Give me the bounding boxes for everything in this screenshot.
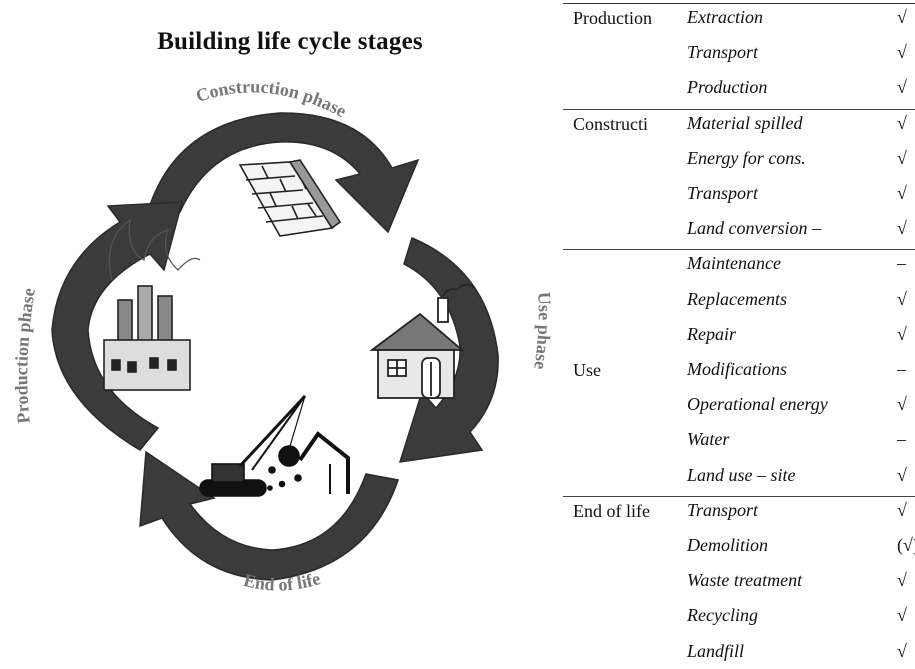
arrow-production (51, 201, 183, 451)
stage-label: End of life (573, 500, 650, 521)
item-mark: √ (897, 77, 907, 98)
item-mark: – (897, 429, 906, 450)
table-row: Energy for cons. √ (563, 141, 915, 176)
arrow-end-of-life (139, 450, 399, 581)
diagram-title: Building life cycle stages (157, 28, 423, 55)
table-row: Transport √ (563, 493, 915, 528)
arrow-construction (149, 112, 420, 234)
item-label: Landfill (687, 640, 745, 661)
item-mark: √ (897, 570, 907, 591)
house-icon (369, 283, 476, 399)
impact-table: Extraction√Transport√Production√Producti… (563, 0, 915, 669)
demolition-crane-icon (199, 394, 350, 497)
table-row: Extraction √ (563, 0, 915, 35)
arrow-use (398, 236, 499, 463)
item-mark: √ (897, 147, 907, 168)
item-label: Transport (687, 183, 759, 203)
stage-label: Constructi (573, 113, 648, 134)
cycle-arrows (51, 112, 499, 581)
item-mark: √ (897, 464, 907, 485)
life-cycle-diagram: Building life cycle stages Construction … (11, 28, 555, 595)
table-row: Demolition (√) (563, 528, 915, 563)
table-row: Material spilled √ (563, 106, 915, 141)
item-label: Operational energy (687, 394, 828, 415)
item-label: Land use – site (687, 464, 796, 485)
item-mark: – (897, 253, 906, 274)
item-label: Energy for cons. (687, 147, 806, 168)
brick-wall-icon (238, 159, 342, 237)
item-mark: (√) (897, 535, 915, 555)
table-row: Waste treatment √ (563, 563, 915, 598)
phase-label-production: Production phase (11, 287, 39, 425)
item-mark: √ (897, 323, 907, 344)
item-label: Material spilled (687, 112, 803, 133)
table-row: Landfill √ (563, 634, 915, 669)
table-row: Replacements √ (563, 282, 915, 317)
phase-label-use: Use phase (530, 291, 555, 370)
item-mark: √ (897, 499, 907, 520)
item-mark: √ (897, 640, 907, 661)
item-mark: – (897, 359, 906, 379)
table-row: Repair √ (563, 317, 915, 352)
item-mark: √ (897, 7, 907, 27)
stage-divider (563, 249, 915, 251)
item-mark: √ (897, 394, 907, 415)
item-mark: √ (897, 288, 907, 309)
table-row: Operational energy √ (563, 387, 915, 422)
item-label: Maintenance (687, 253, 781, 274)
item-label: Repair (687, 323, 736, 344)
item-mark: √ (897, 183, 907, 203)
factory-icon (103, 218, 201, 391)
stage-divider (563, 495, 915, 497)
stage-label: Production (573, 8, 652, 28)
table-row: Transport √ (563, 176, 915, 211)
item-mark: √ (897, 218, 907, 239)
item-label: Land conversion – (687, 218, 821, 239)
stage-label: Use (573, 360, 601, 380)
item-label: Demolition (687, 535, 768, 555)
table-row: Water – (563, 422, 915, 457)
cycle-illustration: Construction phase Use phase End of life… (11, 76, 555, 594)
item-mark: √ (897, 42, 907, 63)
item-label: Water (687, 429, 730, 450)
table-row: Production √ (563, 70, 915, 105)
item-label: Production (687, 77, 768, 98)
item-label: Transport (687, 42, 759, 63)
table-row: Maintenance – (563, 246, 915, 281)
table-row: Land use – site √ (563, 458, 915, 493)
stage-divider (563, 108, 915, 110)
item-mark: √ (897, 605, 907, 626)
item-label: Waste treatment (687, 570, 803, 591)
table-top-rule (563, 3, 915, 4)
table-row: Modifications – (563, 352, 915, 387)
table-row: Recycling √ (563, 598, 915, 633)
item-label: Modifications (687, 359, 787, 379)
table-row: Land conversion – √ (563, 211, 915, 246)
item-label: Transport (687, 499, 759, 520)
item-label: Recycling (687, 605, 758, 626)
table-row: Transport √ (563, 35, 915, 70)
item-label: Extraction (687, 7, 763, 27)
item-mark: √ (897, 112, 907, 133)
item-label: Replacements (687, 288, 787, 309)
